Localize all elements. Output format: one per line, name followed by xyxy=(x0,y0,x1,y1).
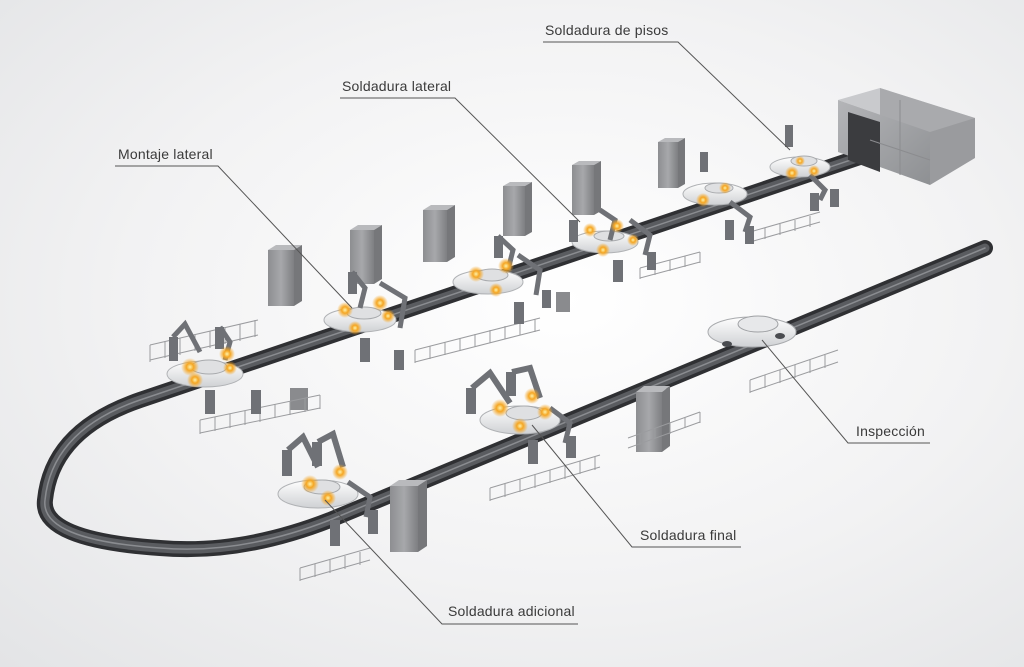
station-soldadura-lateral-1 xyxy=(452,234,551,324)
station-soldadura-adicional xyxy=(277,429,378,546)
station-soldadura-lateral-2 xyxy=(569,207,656,282)
station-soldadura-final xyxy=(466,364,576,464)
label-soldadura-de-pisos: Soldadura de pisos xyxy=(545,22,669,38)
station-montaje-lateral-2 xyxy=(323,270,408,370)
station-soldadura-pisos-1 xyxy=(682,152,754,244)
leader-lines xyxy=(115,41,930,625)
label-soldadura-lateral: Soldadura lateral xyxy=(342,78,452,94)
label-soldadura-adicional: Soldadura adicional xyxy=(448,603,575,619)
entry-housing xyxy=(838,88,975,185)
conveyor-track xyxy=(36,132,993,558)
label-soldadura-final: Soldadura final xyxy=(640,527,737,543)
control-cabinets xyxy=(268,138,685,552)
safety-fences xyxy=(149,211,839,581)
station-montaje-lateral-1 xyxy=(166,319,261,414)
station-inspeccion xyxy=(707,315,797,348)
label-montaje-lateral: Montaje lateral xyxy=(118,146,213,162)
label-inspeccion: Inspección xyxy=(856,423,925,439)
station-soldadura-pisos-2 xyxy=(769,125,839,211)
